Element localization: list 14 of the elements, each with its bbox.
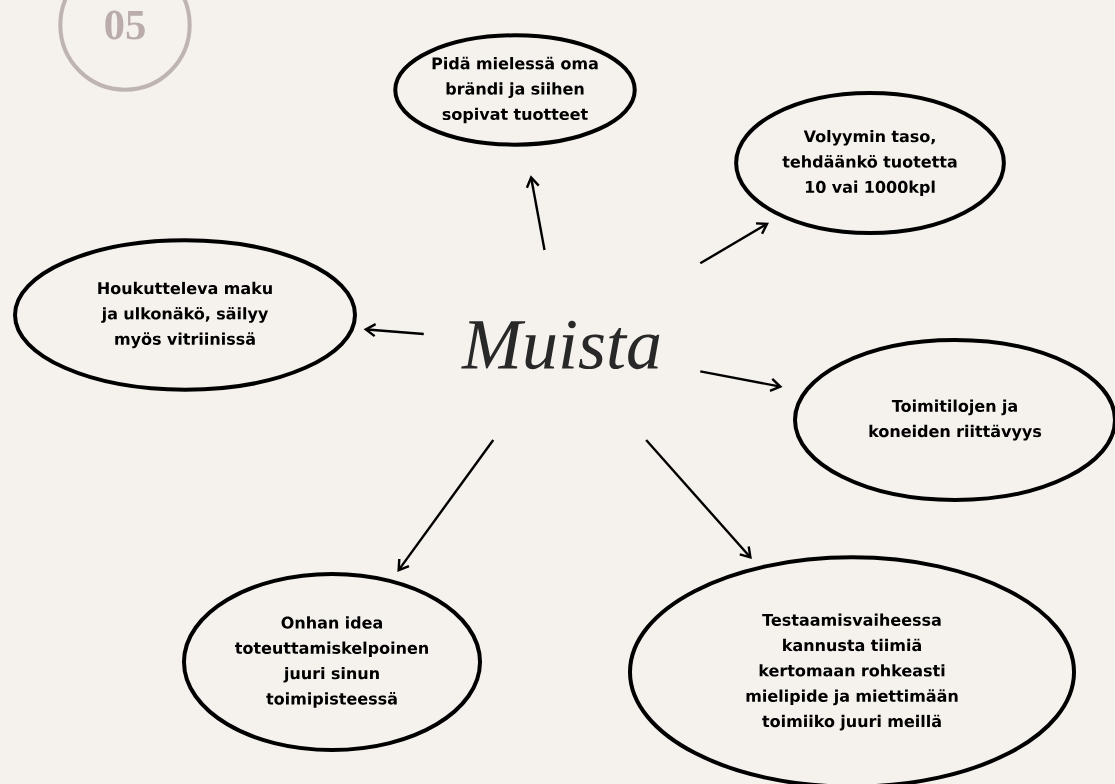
script-heading: Muista: [461, 320, 660, 370]
arrow: [525, 175, 546, 251]
ellipse-bubble: Houkutteleva maku ja ulkonäkö, säilyy myös vitriinissä: [13, 238, 357, 392]
arrow: [363, 323, 424, 338]
ellipse-bubble: Pidä mielessä oma brändi ja siihen sopivat tuotteet: [393, 33, 637, 147]
arrow: [645, 439, 752, 560]
arrow: [700, 370, 783, 392]
arrow: [699, 222, 769, 265]
arrow: [397, 439, 495, 572]
ellipse-bubble: Toimitilojen ja koneiden riittävyys: [793, 338, 1115, 502]
ellipse-bubble: Onhan idea toteuttamiskelpoinen juuri sinun toimipisteessä: [182, 572, 483, 752]
ellipse-bubble: Volyymin taso, tehdäänkö tuotetta 10 vai 1000kpl: [734, 91, 1006, 235]
number-badge: 05: [58, 0, 192, 92]
ellipse-bubble: Testaamisvaiheessa kannusta tiimiä kertomaan rohkeasti mielipide ja miettimään toimiiko juuri meillä: [628, 555, 1076, 784]
